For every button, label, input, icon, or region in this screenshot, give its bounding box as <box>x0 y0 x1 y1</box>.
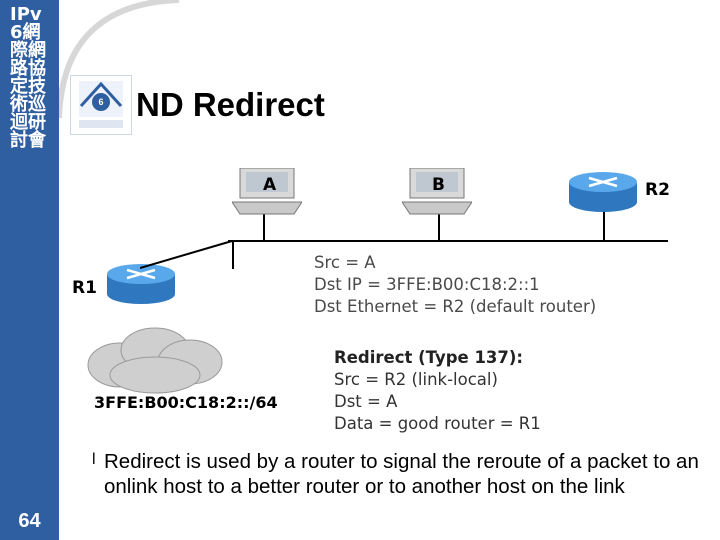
host-b-link <box>438 213 440 241</box>
router-r1-icon <box>107 264 175 304</box>
packet-dst-ip: Dst IP = 3FFE:B00:C18:2::1 <box>314 275 540 294</box>
logo-mark: 6 <box>79 81 123 128</box>
ethernet-link <box>228 240 668 242</box>
router-r2-link <box>603 210 605 241</box>
r1-uplink <box>140 240 233 269</box>
sidebar-title: IPv6網際網路協定技術巡迴研討會 <box>10 4 46 151</box>
subnet-cloud-icon <box>87 327 223 394</box>
packet-message: Src = A Dst IP = 3FFE:B00:C18:2::1 Dst E… <box>314 252 596 318</box>
svg-text:6: 6 <box>98 97 103 107</box>
redirect-heading: Redirect (Type 137): <box>334 348 524 367</box>
router-r2-label: R2 <box>645 180 670 200</box>
page-number: 64 <box>18 510 41 532</box>
router-r1-link <box>232 241 234 269</box>
bullet-text: Redirect is used by a router to signal t… <box>104 450 699 498</box>
redirect-data: Data = good router = R1 <box>334 414 541 433</box>
redirect-message: Redirect (Type 137): Src = R2 (link-loca… <box>334 347 541 435</box>
packet-dst-ethernet: Dst Ethernet = R2 (default router) <box>314 297 597 316</box>
host-b-label: B <box>432 175 445 195</box>
decorative-curve <box>59 0 180 119</box>
slide-title: ND Redirect <box>136 86 325 123</box>
sidebar: IPv6網際網路協定技術巡迴研討會 64 <box>0 0 59 540</box>
host-a-link <box>263 213 265 241</box>
ipv6-forum-logo: 6 <box>70 75 132 135</box>
redirect-dst: Dst = A <box>334 392 398 411</box>
router-r2-icon <box>569 172 637 212</box>
router-r1-label: R1 <box>72 278 97 298</box>
computer-b-icon <box>402 168 472 215</box>
packet-src: Src = A <box>314 253 376 272</box>
computer-a-icon <box>232 168 302 215</box>
host-a-label: A <box>263 175 277 195</box>
subnet-label: 3FFE:B00:C18:2::/64 <box>94 393 278 412</box>
redirect-src: Src = R2 (link-local) <box>334 370 498 389</box>
bullet-marker: l <box>92 451 96 468</box>
